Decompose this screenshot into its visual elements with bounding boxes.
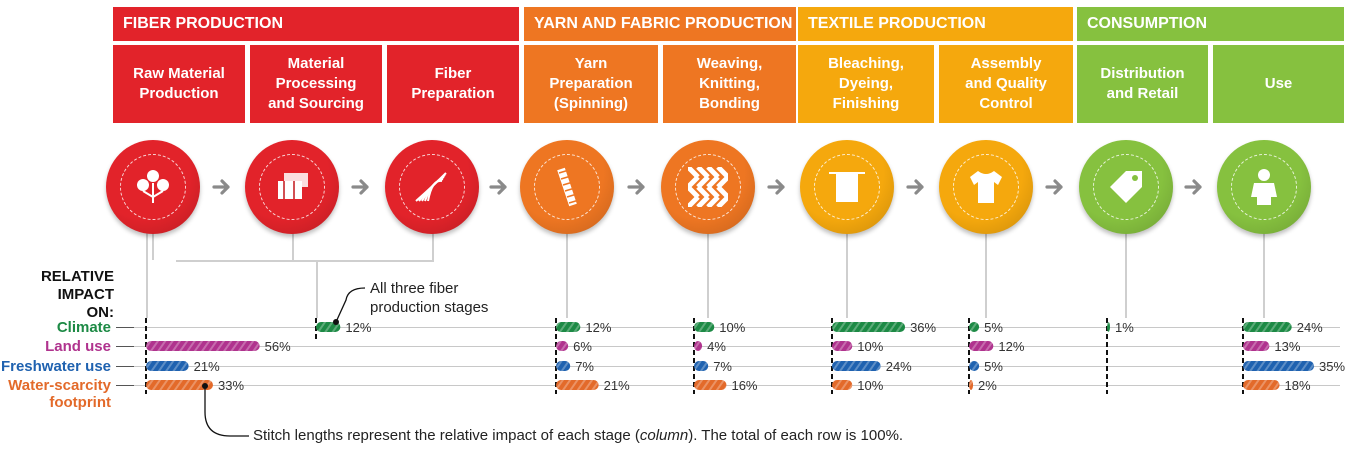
connector-line: [146, 232, 148, 318]
stage-label: Material Processing and Sourcing: [268, 55, 364, 112]
stitched-ring: [1231, 154, 1297, 220]
stage-label: Use: [1264, 75, 1293, 92]
gridline-2: [118, 366, 1340, 367]
category-header-fiber: FIBER PRODUCTION: [113, 7, 519, 41]
column-axis-2: [693, 318, 695, 394]
stage-label: Weaving, Knitting, Bonding: [696, 55, 763, 112]
rows-title: RELATIVE IMPACT ON:: [40, 268, 114, 321]
stage-box-4: Yarn Preparation (Spinning): [524, 45, 658, 123]
leader-line: [335, 287, 366, 323]
stage-box-7: Assembly and Quality Control: [939, 45, 1073, 123]
stitched-ring: [814, 154, 880, 220]
flow-arrow-icon: [1184, 176, 1206, 198]
leader-dot: [333, 319, 339, 325]
stage-icon-badge-3: [385, 140, 479, 234]
connector-line: [707, 232, 709, 318]
category-header-yarn: YARN AND FABRIC PRODUCTION: [524, 7, 796, 41]
category-header-consumption: CONSUMPTION: [1077, 7, 1344, 41]
connector-line: [985, 232, 987, 318]
footnote-italic: column: [639, 427, 689, 444]
column-axis-0: [145, 318, 147, 394]
stage-box-8: Distribution and Retail: [1077, 45, 1208, 123]
stage-label: Bleaching, Dyeing, Finishing: [828, 55, 904, 112]
stitched-ring: [953, 154, 1019, 220]
connector-line: [1263, 232, 1265, 318]
stage-label: Yarn Preparation (Spinning): [549, 55, 633, 112]
stitched-ring: [675, 154, 741, 220]
stitched-ring: [534, 154, 600, 220]
row-label-1: Land use: [45, 338, 111, 355]
flow-arrow-icon: [211, 176, 234, 198]
stage-box-2: Material Processing and Sourcing: [250, 45, 382, 123]
stitched-ring: [259, 154, 325, 220]
label-tick: [116, 346, 134, 347]
stitched-ring: [120, 154, 186, 220]
connector-line: [432, 230, 434, 260]
stage-box-1: Raw Material Production: [113, 45, 245, 123]
stage-icon-badge-8: [1079, 140, 1173, 234]
connector-line: [152, 230, 154, 260]
flow-arrow-icon: [766, 176, 789, 198]
stage-icon-badge-2: [245, 140, 339, 234]
stage-icon-badge-7: [939, 140, 1033, 234]
stage-icon-badge-6: [800, 140, 894, 234]
row-label-0: Climate: [56, 319, 111, 336]
flow-arrow-icon: [1045, 176, 1067, 198]
column-axis-3: [831, 318, 833, 394]
stage-icon-badge-5: [661, 140, 755, 234]
column-axis-6: [1242, 318, 1244, 394]
flow-arrow-icon: [351, 176, 373, 198]
gridline-0: [118, 327, 1340, 328]
stage-icon-badge-4: [520, 140, 614, 234]
label-tick: [116, 385, 134, 386]
flow-arrow-icon: [488, 176, 511, 198]
stage-icon-badge-1: [106, 140, 200, 234]
leader-line: [204, 386, 249, 437]
label-tick: [116, 366, 134, 367]
stitched-ring: [399, 154, 465, 220]
connector-line: [292, 230, 294, 260]
column-axis-fiber-climate: [315, 318, 317, 342]
stage-box-5: Weaving, Knitting, Bonding: [663, 45, 796, 123]
row-label-3: Water-scarcity footprint: [8, 377, 111, 411]
stage-label: Raw Material Production: [133, 65, 225, 102]
stage-box-3: Fiber Preparation: [387, 45, 519, 123]
footnote: Stitch lengths represent the relative im…: [253, 426, 903, 445]
column-axis-5: [1106, 318, 1108, 394]
flow-arrow-icon: [626, 176, 649, 198]
gridline-1: [118, 346, 1340, 347]
column-axis-1: [555, 318, 557, 394]
stage-label: Distribution and Retail: [1100, 65, 1185, 102]
label-tick: [116, 327, 134, 328]
annotation-fiber-combined: All three fiber production stages: [370, 280, 489, 316]
category-header-textile: TEXTILE PRODUCTION: [798, 7, 1073, 41]
stage-box-9: Use: [1213, 45, 1344, 123]
flow-arrow-icon: [905, 176, 928, 198]
connector-line: [566, 232, 568, 318]
gridline-3: [118, 385, 1340, 386]
leader-dot: [202, 383, 208, 389]
connector-line: [1125, 232, 1127, 318]
stitched-ring: [1093, 154, 1159, 220]
connector-line: [316, 260, 318, 318]
connector-line: [846, 232, 848, 318]
stage-label: Fiber Preparation: [411, 65, 495, 102]
column-axis-4: [968, 318, 970, 394]
connector-line: [176, 260, 434, 262]
stage-box-6: Bleaching, Dyeing, Finishing: [798, 45, 934, 123]
row-label-2: Freshwater use: [0, 358, 111, 375]
footnote-text: ). The total of each row is 100%.: [688, 427, 904, 444]
footnote-text: Stitch lengths represent the relative im…: [253, 427, 640, 444]
stage-label: Assembly and Quality Control: [965, 55, 1047, 112]
stage-icon-badge-9: [1217, 140, 1311, 234]
